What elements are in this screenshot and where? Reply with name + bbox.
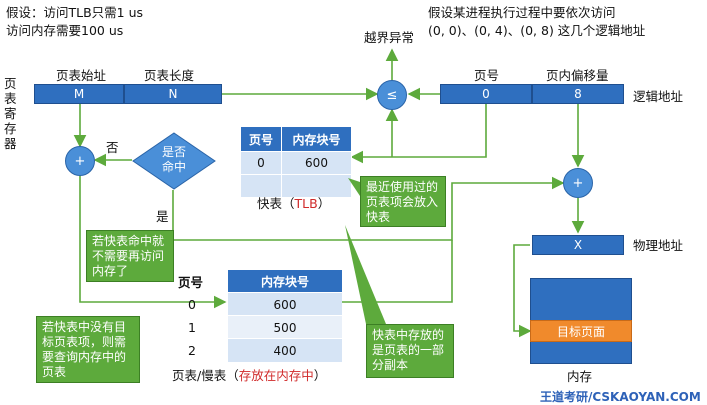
tlb-caption: 快表（TLB）: [257, 196, 330, 211]
page-table-register-label: 页表寄存器: [4, 76, 17, 151]
page-number-cell: 0: [440, 84, 532, 104]
target-page-block: 目标页面: [530, 320, 632, 342]
assumption-memory-time: 访问内存需要100 us: [6, 23, 124, 38]
tlb-hit-decision: 是否 命中: [132, 132, 216, 190]
tlb-cell: [281, 174, 352, 198]
slow-table-page: 0: [188, 297, 196, 312]
slow-table-block: 400: [228, 338, 342, 362]
page-table-length-header: 页表长度: [144, 68, 195, 83]
logical-address-label: 逻辑地址: [633, 89, 684, 104]
tlb-caption-prefix: 快表（: [257, 196, 295, 211]
decision-no-label: 否: [106, 140, 119, 155]
page-offset-header: 页内偏移量: [546, 68, 609, 83]
slow-table-block: 500: [228, 315, 342, 339]
slow-table-page: 2: [188, 343, 196, 358]
tlb-table: 页号 内存块号 0 600: [240, 126, 352, 198]
access-sequence-note-line1: 假设某进程执行过程中要依次访问: [428, 5, 616, 20]
slow-table-header-block: 内存块号: [228, 270, 342, 292]
out-of-bounds-label: 越界异常: [364, 30, 415, 45]
physical-address-cell: X: [532, 235, 624, 255]
slow-table-page: 1: [188, 320, 196, 335]
slow-table-caption-prefix: 页表/慢表（: [172, 368, 239, 383]
decision-text-line2: 命中: [161, 160, 186, 174]
slow-table-caption-suffix: ）: [313, 368, 327, 383]
slow-table-header-page: 页号: [178, 275, 204, 290]
tlb-header-page: 页号: [240, 126, 282, 152]
callout-tlb-hit: 若快表命中就不需要再访问内存了: [86, 230, 174, 282]
access-sequence-note-line2: (0, 0)、(0, 4)、(0, 8) 这几个逻辑地址: [428, 23, 646, 38]
tlb-cell: [240, 174, 282, 198]
tlb-caption-main: TLB: [294, 196, 318, 211]
table-row: [240, 174, 352, 198]
memory-label: 内存: [567, 369, 593, 384]
address-adder-left: +: [65, 146, 95, 176]
page-table-length-cell: N: [124, 84, 222, 104]
callout-tlb-miss: 若快表中没有目标页表项，则需要查询内存中的页表: [36, 316, 140, 383]
callout-tlb-copy: 快表中存放的是页表的一部分副本: [366, 324, 454, 378]
page-offset-cell: 8: [532, 84, 624, 104]
assumption-tlb-time: 假设：访问TLB只需1 us: [6, 5, 144, 20]
decision-yes-label: 是: [156, 209, 169, 224]
tlb-cell: 0: [240, 151, 282, 175]
tlb-header-block: 内存块号: [281, 126, 352, 152]
slow-table-block: 600: [228, 292, 342, 316]
decision-text-line1: 是否: [161, 145, 186, 159]
bounds-compare-node: ≤: [377, 80, 407, 110]
tlb-cell: 600: [281, 151, 352, 175]
watermark: 王道考研/CSKAOYAN.COM: [540, 390, 701, 404]
callout-recent-tlb: 最近使用过的页表项会放入快表: [360, 176, 446, 227]
page-table-start-cell: M: [34, 84, 124, 104]
tlb-caption-suffix: ）: [317, 196, 331, 211]
page-number-header: 页号: [474, 68, 500, 83]
address-adder-right: +: [563, 168, 593, 198]
slow-table-caption-main: 存放在内存中: [238, 368, 314, 383]
slow-table-caption: 页表/慢表（存放在内存中）: [172, 368, 326, 383]
table-row: 0 600: [240, 151, 352, 175]
page-table-start-header: 页表始址: [56, 68, 107, 83]
physical-address-label: 物理地址: [633, 238, 684, 253]
